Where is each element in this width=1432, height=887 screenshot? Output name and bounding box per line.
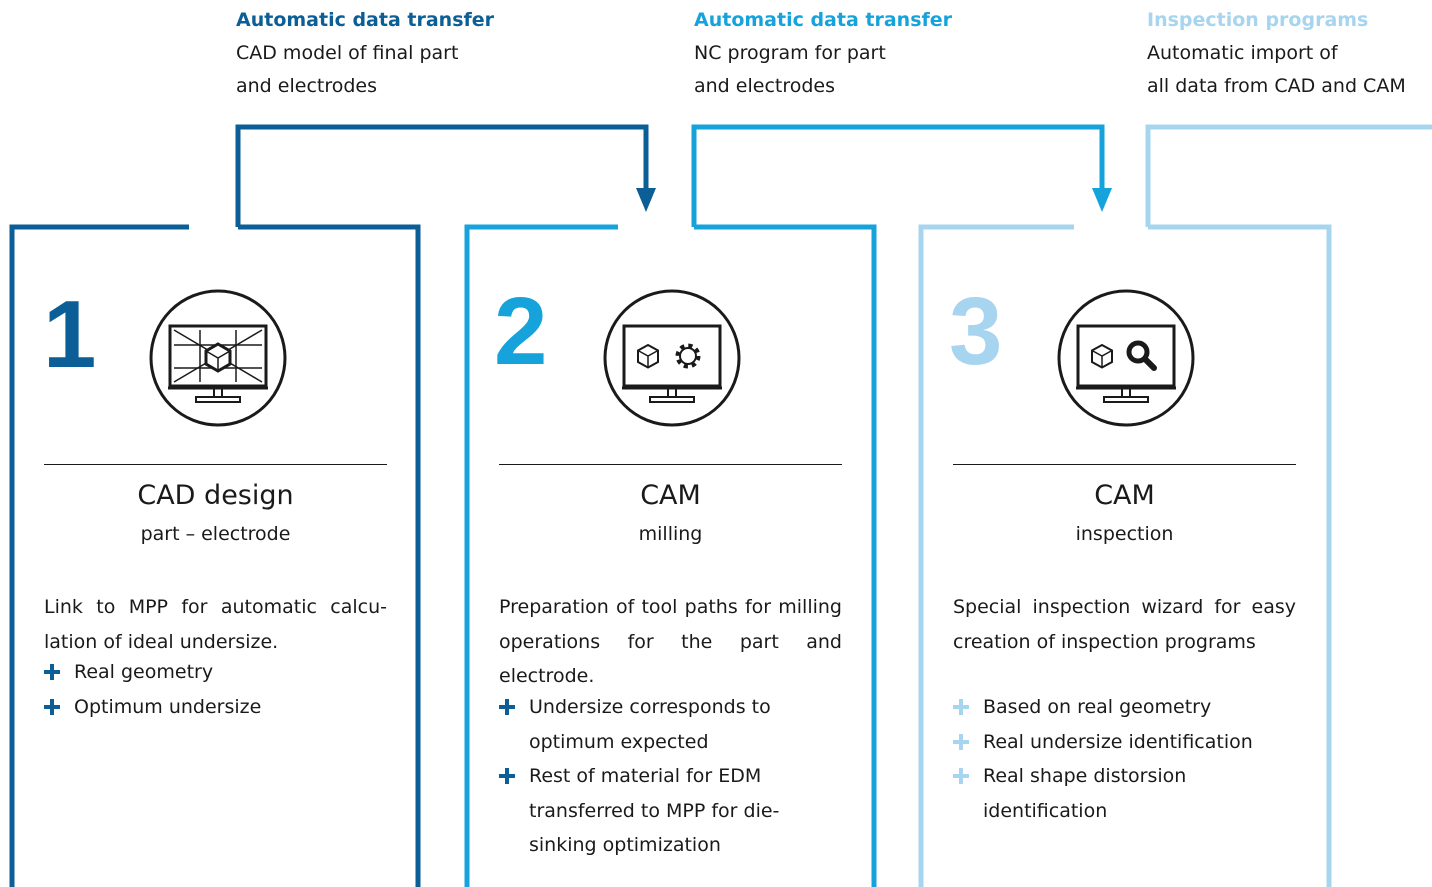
plus-icon — [499, 699, 515, 715]
card-3-frame — [918, 224, 1074, 887]
list-item: Based on real geometry — [953, 690, 1296, 725]
card-3-subtitle: inspection — [1075, 523, 1174, 545]
bullet-text: Real shape distorsion identification — [983, 765, 1187, 822]
list-item: Undersize corresponds to optimum expecte… — [499, 690, 842, 759]
transfer-line: all data from CAD and CAM — [1147, 75, 1406, 97]
card-3-description: Special inspection wizard for easy creat… — [953, 596, 1296, 653]
card-2-divider — [499, 464, 842, 465]
bullet-text: Real undersize identification — [983, 730, 1253, 753]
arrow-head-1 — [636, 188, 656, 212]
connector-3 — [1145, 124, 1432, 227]
list-item: Real geometry — [44, 655, 387, 690]
step-number-2: 2 — [494, 278, 548, 385]
transfer-title: Inspection programs — [1147, 9, 1369, 31]
card-2-subtitle: milling — [638, 523, 703, 545]
plus-icon — [953, 733, 969, 750]
plus-icon — [499, 768, 515, 784]
card-2-frame — [464, 224, 618, 887]
transfer-line: NC program for part — [694, 42, 886, 64]
card-3-frame-right — [1148, 224, 1332, 887]
card-1-subtitle: part – electrode — [140, 523, 291, 545]
card-3-title: CAM — [1094, 480, 1155, 511]
card-1-frame-right — [238, 224, 421, 887]
card-2-description: Preparation of tool paths for mill­ing o… — [499, 596, 842, 687]
card-1-frame — [9, 224, 189, 887]
plus-icon — [44, 664, 60, 680]
card-1-bullets: Real geometry Optimum undersize — [44, 655, 387, 724]
transfer-line: and electrodes — [236, 75, 378, 97]
card-1-description: Link to MPP for automatic calcu­lation o… — [44, 596, 387, 653]
transfer-label-1: Automatic data transfer CAD model of fin… — [236, 4, 494, 103]
bullet-text: Based on real geometry — [983, 696, 1212, 718]
connector-2 — [691, 124, 1105, 227]
card-3-divider — [953, 464, 1296, 465]
step-number-1: 1 — [43, 281, 97, 388]
arrow-head-2 — [1092, 188, 1112, 212]
card-1-title: CAD design — [137, 480, 294, 511]
card-3-bullets: Based on real geometry Real undersize id… — [953, 690, 1296, 828]
monitor-cube-gear-icon — [603, 289, 741, 427]
monitor-cube-magnifier-icon — [1057, 289, 1195, 427]
monitor-cad-wireframe-icon — [149, 289, 287, 427]
transfer-label-2: Automatic data transfer NC program for p… — [694, 4, 952, 103]
card-2-bullets: Undersize corresponds to optimum expecte… — [499, 690, 842, 863]
plus-icon — [953, 768, 969, 784]
transfer-title: Automatic data transfer — [694, 9, 953, 31]
transfer-line: and electrodes — [694, 75, 836, 97]
connector-1 — [235, 124, 649, 227]
bullet-text: Optimum undersize — [74, 695, 262, 718]
list-item: Rest of material for EDM transferred to … — [499, 759, 842, 863]
transfer-label-3: Inspection programs Automatic import of … — [1147, 4, 1406, 103]
transfer-title: Automatic data transfer — [236, 9, 495, 31]
bullet-text: Undersize corresponds to optimum expecte… — [529, 696, 771, 753]
list-item: Real undersize identification — [953, 725, 1296, 760]
card-2-frame-right — [694, 224, 877, 887]
transfer-line: CAD model of final part — [236, 42, 459, 64]
list-item: Real shape distorsion identification — [953, 759, 1296, 828]
bullet-text: Rest of material for EDM transferred to … — [529, 765, 780, 856]
transfer-line: Automatic import of — [1147, 42, 1338, 64]
list-item: Optimum undersize — [44, 690, 387, 725]
bullet-text: Real geometry — [74, 661, 214, 683]
card-1-divider — [44, 464, 387, 465]
plus-icon — [953, 699, 969, 715]
plus-icon — [44, 698, 60, 715]
step-number-3: 3 — [949, 278, 1003, 385]
card-2-title: CAM — [640, 480, 701, 511]
